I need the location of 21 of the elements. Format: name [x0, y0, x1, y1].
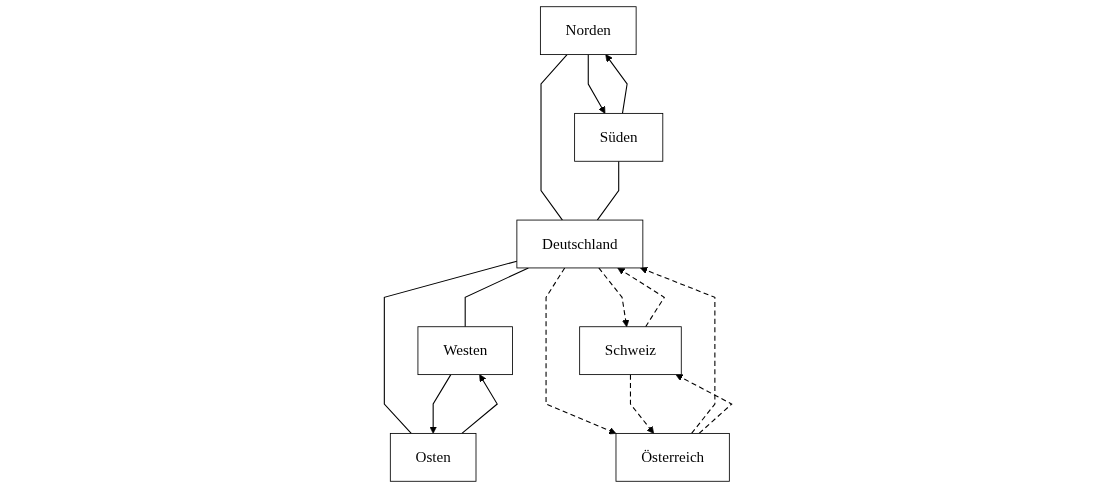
arrow: [629, 374, 655, 434]
arrow: [675, 374, 733, 434]
connector: [596, 160, 620, 221]
connector: [540, 54, 568, 221]
node-box: Norden: [539, 6, 637, 55]
connector: [383, 260, 518, 434]
arrow: [545, 267, 617, 435]
arrow: [598, 267, 630, 328]
node-box: Deutschland: [516, 219, 644, 269]
arrow: [461, 374, 498, 434]
node-box: Österreich: [615, 432, 730, 482]
arrow: [640, 266, 716, 434]
arrow: [429, 374, 452, 434]
arrow: [587, 54, 606, 114]
node-box: Süden: [574, 112, 664, 162]
connector: [464, 267, 529, 328]
node-box: Westen: [417, 326, 513, 376]
node-box: Schweiz: [579, 326, 682, 376]
node-box: Osten: [389, 432, 477, 482]
arrow: [605, 54, 628, 114]
arrow: [617, 267, 666, 328]
